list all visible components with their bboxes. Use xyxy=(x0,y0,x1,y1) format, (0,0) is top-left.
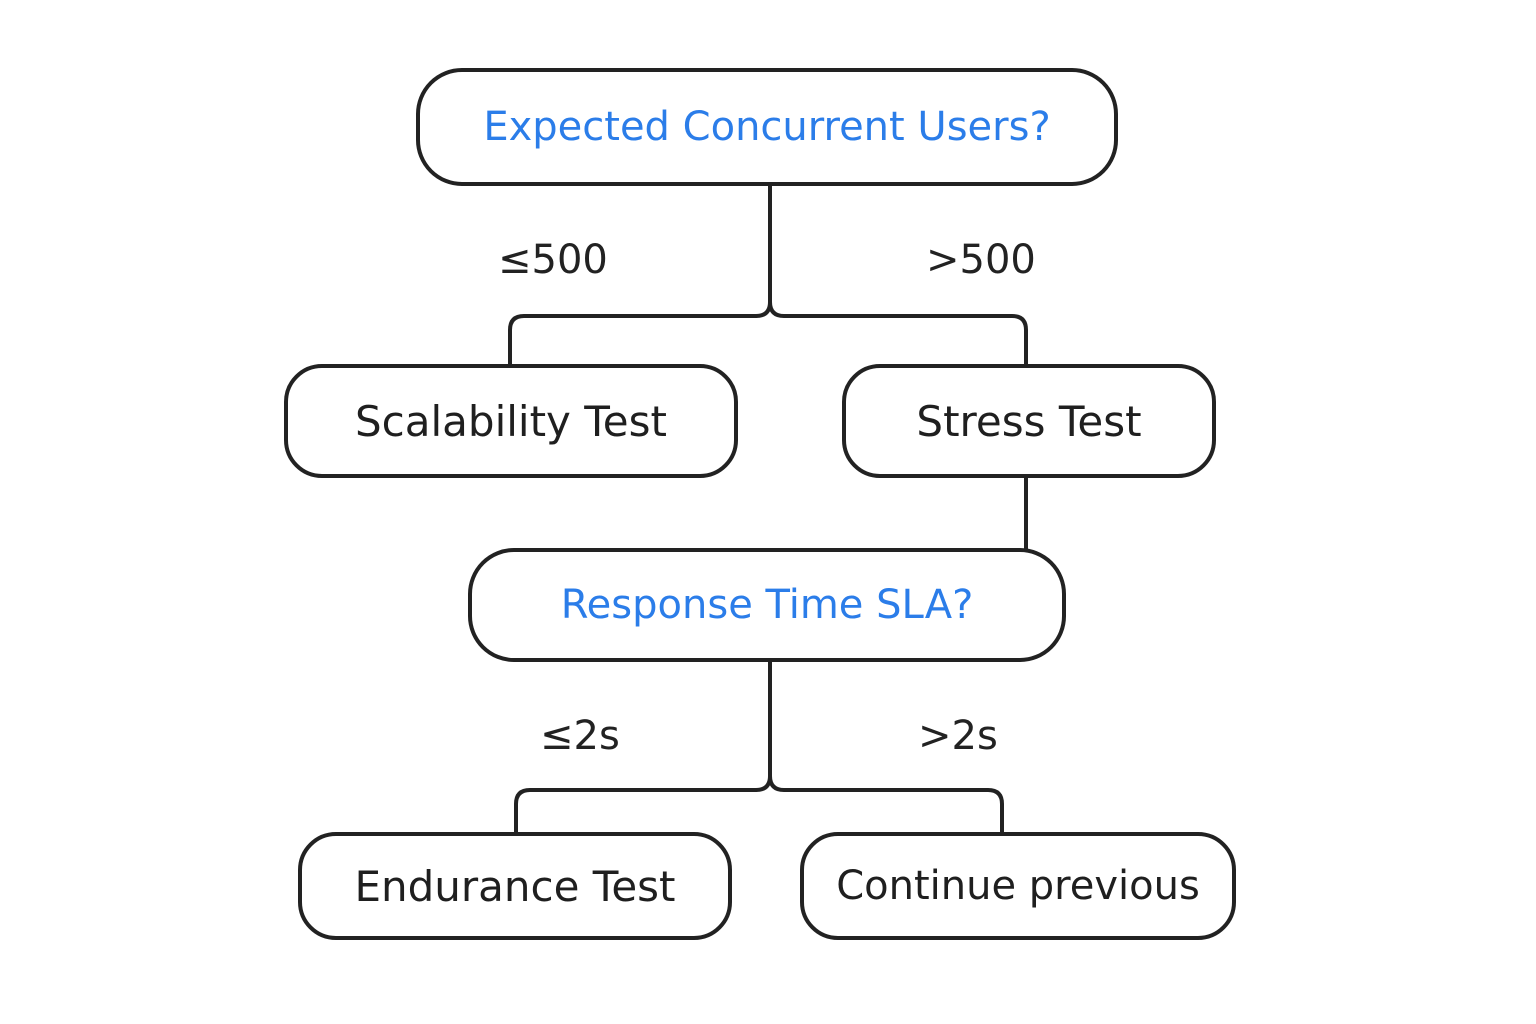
node-label: Response Time SLA? xyxy=(560,582,974,628)
node-label: Expected Concurrent Users? xyxy=(483,104,1051,150)
node-label: Scalability Test xyxy=(355,396,667,446)
connector-q2-right xyxy=(768,774,1004,834)
connector-q2-trunk xyxy=(754,660,772,792)
edge-label-users-low: ≤500 xyxy=(498,237,608,283)
node-continue-previous: Continue previous xyxy=(800,832,1236,940)
node-label: Stress Test xyxy=(916,396,1142,446)
node-stress-test: Stress Test xyxy=(842,364,1216,478)
edge-label-sla-low: ≤2s xyxy=(540,713,620,759)
connector-q1-left xyxy=(508,314,758,366)
connector-q2-left xyxy=(514,788,758,834)
node-expected-concurrent-users: Expected Concurrent Users? xyxy=(416,68,1118,186)
edge-label-sla-high: >2s xyxy=(918,713,998,759)
node-label: Continue previous xyxy=(836,863,1200,909)
node-label: Endurance Test xyxy=(354,861,676,911)
connector-q1-right xyxy=(768,300,1028,366)
connector-q1-trunk xyxy=(754,184,772,318)
node-endurance-test: Endurance Test xyxy=(298,832,732,940)
node-scalability-test: Scalability Test xyxy=(284,364,738,478)
edge-label-users-high: >500 xyxy=(926,237,1036,283)
node-response-time-sla: Response Time SLA? xyxy=(468,548,1066,662)
